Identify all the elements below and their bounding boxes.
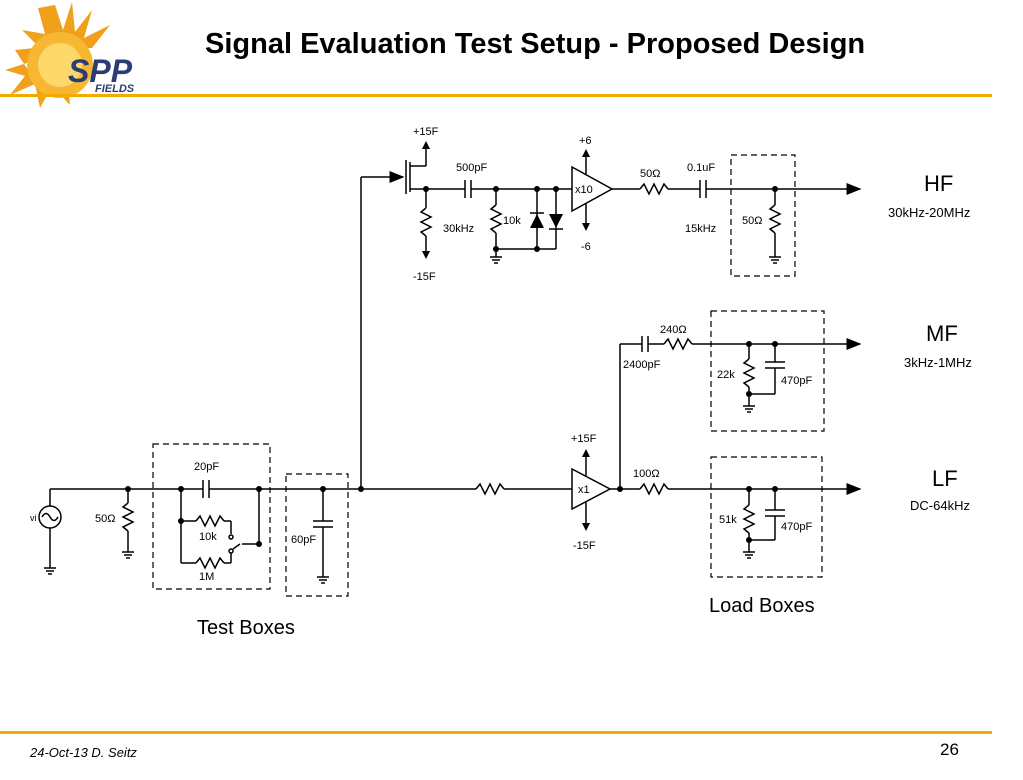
hf-fet-stage: +15F -15F 30kHz — [360, 126, 474, 489]
hf-30khz-label: 30kHz — [443, 223, 474, 235]
c-2400pf-label: 2400pF — [623, 359, 661, 371]
source-50-ohm-resistor: 50Ω — [95, 486, 135, 559]
sun-logo-icon — [5, 2, 110, 108]
hf-output-network: 50Ω 0.1uF 15kHz — [612, 162, 862, 235]
lf-load-network: 51k 470pF — [719, 486, 812, 559]
test-box-20pf-capacitor: 20pF — [178, 461, 219, 498]
title-rule — [0, 94, 992, 97]
slide-title: Signal Evaluation Test Setup - Proposed … — [205, 28, 866, 60]
hf-15khz-label: 15kHz — [685, 223, 716, 235]
hf-output-range: 30kHz-20MHz — [888, 205, 970, 220]
r-10k-label: 10k — [199, 531, 217, 543]
c-20pf-label: 20pF — [194, 461, 219, 473]
test-box-60pf-capacitor: 60pF — [291, 486, 333, 584]
hf-load-resistor: 50Ω — [742, 186, 782, 264]
c-01uf-label: 0.1uF — [687, 162, 715, 174]
hf-x10-amplifier: x10 +6 -6 — [571, 135, 614, 253]
lf-100-ohm-resistor: 100Ω — [633, 468, 669, 496]
mf-output-name: MF — [926, 321, 958, 346]
test-boxes-label: Test Boxes — [197, 617, 295, 639]
source-50-ohm-label: 50Ω — [95, 513, 115, 525]
spp-fields-logo: SPP FIELDS — [5, 2, 135, 108]
load-box-lf — [710, 456, 823, 578]
load-boxes-label: Load Boxes — [709, 595, 815, 617]
hf-500pf-coupling: 500pF — [426, 162, 572, 198]
footer-rule — [0, 731, 992, 734]
hf-r-50-series-label: 50Ω — [640, 168, 660, 180]
lf-amp-supply-neg: -15F — [573, 540, 596, 552]
lf-amp-gain: x1 — [578, 484, 590, 496]
load-box-mf — [710, 310, 825, 432]
fet-supply-neg: -15F — [413, 271, 436, 283]
page-number: 26 — [940, 740, 959, 759]
logo-text-main: SPP — [68, 53, 133, 89]
mf-output-range: 3kHz-1MHz — [904, 355, 972, 370]
lf-amp-supply-pos: +15F — [571, 433, 597, 445]
hf-clamp-network: 10k — [489, 186, 563, 264]
lf-c-470pf-label: 470pF — [781, 521, 812, 533]
hf-amp-gain: x10 — [575, 184, 593, 196]
c-500pf-label: 500pF — [456, 162, 487, 174]
mf-c-470pf-label: 470pF — [781, 375, 812, 387]
c-60pf-label: 60pF — [291, 534, 316, 546]
footer-date-author: 24-Oct-13 D. Seitz — [30, 745, 137, 760]
r-100-label: 100Ω — [633, 468, 660, 480]
hf-output-name: HF — [924, 171, 953, 196]
hf-amp-supply-neg: -6 — [581, 241, 591, 253]
fet-supply-pos: +15F — [413, 126, 439, 138]
hf-10k-label: 10k — [503, 215, 521, 227]
hf-r-50-load-label: 50Ω — [742, 215, 762, 227]
r-51k-label: 51k — [719, 514, 737, 526]
signal-source: vi — [30, 489, 62, 575]
load-box-hf — [730, 154, 796, 277]
r-1m-label: 1M — [199, 571, 214, 583]
mf-load-network: 22k 470pF — [717, 341, 812, 413]
r-240-label: 240Ω — [660, 324, 687, 336]
lf-buffer-amplifier: x1 +15F -15F — [571, 433, 612, 552]
r-22k-label: 22k — [717, 369, 735, 381]
svg-text:vi: vi — [30, 513, 37, 523]
logo-text-sub: FIELDS — [95, 83, 135, 95]
test-box-1 — [152, 443, 271, 590]
lf-input-resistor — [475, 482, 572, 496]
test-box-resistor-network: 10k 1M — [178, 489, 262, 583]
hf-amp-supply-pos: +6 — [579, 135, 592, 147]
test-box-2 — [285, 473, 349, 597]
lf-output-name: LF — [932, 466, 958, 491]
lf-output-range: DC-64kHz — [910, 498, 970, 513]
